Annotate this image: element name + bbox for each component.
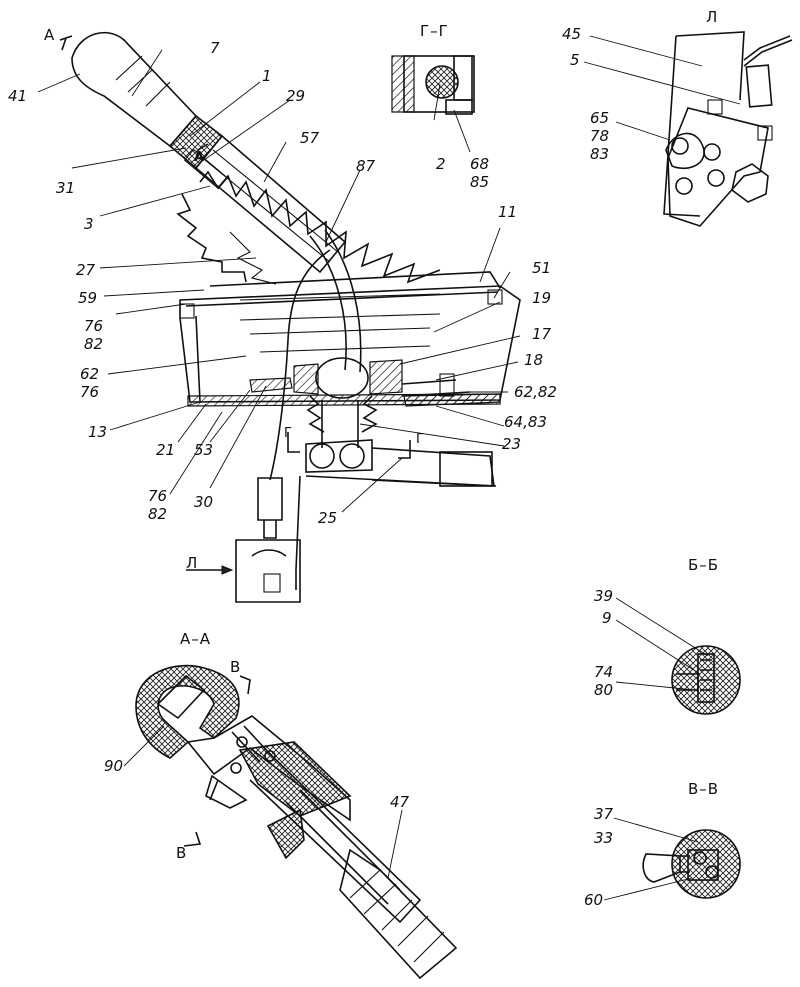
section-mark-g-left: Г [284, 426, 293, 441]
label-29: 29 [286, 87, 306, 105]
label-21: 21 [156, 441, 176, 459]
label-47: 47 [390, 793, 410, 811]
label-76-b: 76 [80, 383, 100, 401]
label-82-c: 82 [148, 505, 168, 523]
label-65: 65 [590, 109, 610, 127]
label-85: 85 [470, 173, 490, 191]
label-82-a: 82 [84, 335, 104, 353]
label-62-82: 62,82 [514, 383, 557, 401]
view-arrow-l: Л [186, 554, 199, 572]
section-v-v [642, 829, 741, 899]
label-18: 18 [524, 351, 544, 369]
label-76-a: 76 [84, 317, 104, 335]
label-83: 83 [590, 145, 610, 163]
label-45: 45 [562, 25, 582, 43]
label-1: 1 [262, 67, 272, 85]
label-74: 74 [594, 663, 614, 681]
view-title-l: Л [706, 8, 719, 26]
label-64-83: 64,83 [504, 413, 547, 431]
label-3: 3 [84, 215, 94, 233]
label-80: 80 [594, 681, 614, 699]
label-68: 68 [470, 155, 490, 173]
label-37: 37 [594, 805, 614, 823]
label-39: 39 [594, 587, 614, 605]
label-30: 30 [194, 493, 214, 511]
label-7: 7 [210, 39, 220, 57]
label-51: 51 [532, 259, 552, 277]
label-17: 17 [532, 325, 552, 343]
label-57: 57 [300, 129, 320, 147]
label-2: 2 [436, 155, 446, 173]
section-mark-a-inner: А [194, 150, 206, 165]
section-mark-v-bottom: В [176, 844, 188, 862]
section-title-b-b: Б–Б [688, 556, 720, 574]
label-31: 31 [56, 179, 76, 197]
section-a-a [135, 664, 458, 980]
section-mark-v-top: В [230, 658, 242, 676]
leader-lines [37, 35, 741, 901]
label-78: 78 [590, 127, 610, 145]
label-33: 33 [594, 829, 614, 847]
lower-linkage [235, 439, 497, 603]
label-62-a: 62 [80, 365, 100, 383]
label-25: 25 [318, 509, 338, 527]
view-l [663, 31, 793, 227]
label-11: 11 [498, 203, 518, 221]
label-41: 41 [8, 87, 28, 105]
section-mark-a: А [44, 26, 56, 44]
label-13: 13 [88, 423, 108, 441]
section-title-a-a: А–А [180, 630, 212, 648]
label-90: 90 [104, 757, 124, 775]
label-27: 27 [76, 261, 96, 279]
label-5: 5 [570, 51, 580, 69]
label-76-c: 76 [148, 487, 168, 505]
label-59: 59 [78, 289, 98, 307]
section-b-b [671, 645, 741, 715]
section-mark-g-right: Г [416, 432, 425, 447]
gear-lever-assembly [71, 31, 441, 481]
section-title-v-v: В–В [688, 780, 720, 798]
section-markers [59, 35, 411, 847]
section-title-g-g: Г–Г [420, 22, 449, 40]
label-60: 60 [584, 891, 604, 909]
label-9: 9 [602, 609, 612, 627]
label-53: 53 [194, 441, 214, 459]
label-87: 87 [356, 157, 376, 175]
section-g-g [391, 55, 475, 115]
label-19: 19 [532, 289, 552, 307]
label-23: 23 [502, 435, 522, 453]
housing [179, 271, 521, 448]
